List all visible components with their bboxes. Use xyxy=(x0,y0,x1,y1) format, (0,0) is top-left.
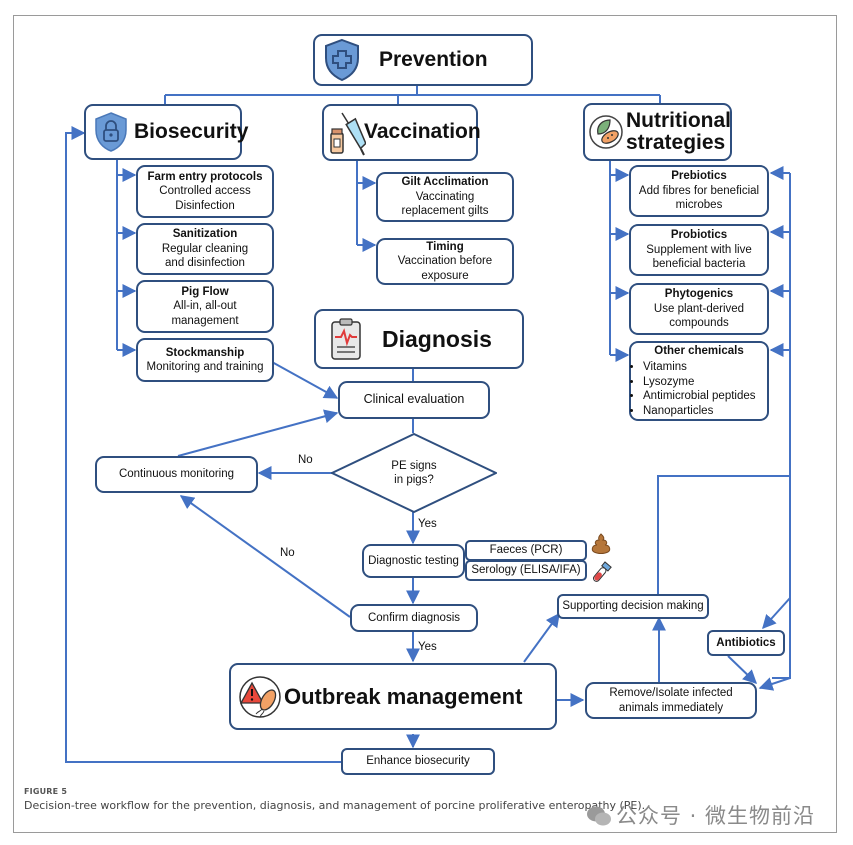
list-item: Nanoparticles xyxy=(643,404,756,418)
yes-label-confirm: Yes xyxy=(418,641,437,653)
diagnosis-node: Diagnosis xyxy=(314,309,524,369)
prevention-node: Prevention xyxy=(313,34,533,86)
decision-line1: PE signs xyxy=(391,460,437,472)
sanitization-line: Regular cleaning xyxy=(161,242,249,255)
phytogenics-title: Phytogenics xyxy=(664,288,734,301)
remove-isolate-line: animals immediately xyxy=(618,701,724,714)
sanitization-title: Sanitization xyxy=(172,228,238,241)
gilt-acclimation-title: Gilt Acclimation xyxy=(401,176,489,189)
syringe-vial-icon xyxy=(328,109,366,157)
timing-line: Vaccination before xyxy=(397,255,493,268)
clinical-evaluation-node: Clinical evaluation xyxy=(338,381,490,419)
pig-flow-line: management xyxy=(171,314,239,327)
vaccination-node: Vaccination xyxy=(322,104,481,161)
phytogenics-line: compounds xyxy=(669,317,729,330)
test-faeces-label: Faeces (PCR) xyxy=(489,544,563,557)
nutrition-node: Nutritional strategies xyxy=(583,103,732,161)
figure-description: Decision-tree workflow for the preventio… xyxy=(24,799,646,812)
faeces-icon xyxy=(590,532,612,561)
clipboard-heartbeat-icon xyxy=(330,317,362,361)
diagnostic-testing-node: Diagnostic testing xyxy=(362,544,465,578)
decision-line2: in pigs? xyxy=(394,474,434,487)
nutrition-title: Nutritional strategies xyxy=(626,108,731,154)
antibiotics-label: Antibiotics xyxy=(716,636,776,649)
farm-entry-title: Farm entry protocols xyxy=(147,170,263,183)
warning-bacteria-icon xyxy=(238,675,282,719)
probiotics-line: Supplement with live xyxy=(646,243,752,256)
timing-title: Timing xyxy=(426,240,464,253)
biosecurity-node: Biosecurity xyxy=(84,104,248,160)
antibiotics-node: Antibiotics xyxy=(707,630,785,656)
shield-lock-icon xyxy=(94,111,128,153)
remove-isolate-node: Remove/Isolate infected animals immediat… xyxy=(585,682,757,719)
probiotics-title: Probiotics xyxy=(670,229,728,242)
watermark: 公众号 · 微生物前沿 xyxy=(586,800,815,830)
decision-label: PE signs in pigs? xyxy=(331,459,497,488)
farm-entry-line: Disinfection xyxy=(175,199,235,212)
leaf-bacteria-icon xyxy=(588,112,624,152)
gilt-acclimation-line: replacement gilts xyxy=(401,205,489,218)
pig-flow-title: Pig Flow xyxy=(181,285,229,298)
clinical-evaluation-label: Clinical evaluation xyxy=(363,392,465,407)
diagnostic-testing-label: Diagnostic testing xyxy=(368,554,459,567)
biosecurity-title: Biosecurity xyxy=(134,119,249,143)
stockmanship-line: Monitoring and training xyxy=(146,361,264,373)
prebiotics-line: microbes xyxy=(675,199,723,212)
pig-flow-line: All-in, all-out xyxy=(173,300,237,313)
enhance-biosecurity-label: Enhance biosecurity xyxy=(366,755,470,768)
continuous-monitoring-label: Continuous monitoring xyxy=(118,468,235,481)
other-chemicals-node: Other chemicals Vitamins Lysozyme Antimi… xyxy=(629,341,769,421)
figure-caption: FIGURE 5 Decision-tree workflow for the … xyxy=(24,787,645,812)
prebiotics-line: Add fibres for beneficial xyxy=(638,184,760,197)
farm-entry-node: Farm entry protocols Controlled access D… xyxy=(136,165,274,218)
yes-label-decision: Yes xyxy=(418,518,437,530)
wechat-icon xyxy=(586,805,612,826)
nutrition-title-line2: strategies xyxy=(626,131,726,154)
outbreak-title: Outbreak management xyxy=(284,683,523,709)
farm-entry-line: Controlled access xyxy=(159,185,251,198)
prebiotics-title: Prebiotics xyxy=(671,170,727,183)
sanitization-node: Sanitization Regular cleaning and disinf… xyxy=(136,223,274,275)
phytogenics-node: Phytogenics Use plant-derived compounds xyxy=(629,283,769,335)
probiotics-node: Probiotics Supplement with live benefici… xyxy=(629,224,769,276)
no-label-decision: No xyxy=(298,454,313,466)
remove-isolate-line: Remove/Isolate infected xyxy=(609,687,733,700)
stockmanship-title: Stockmanship xyxy=(165,346,245,359)
watermark-text: 公众号 · 微生物前沿 xyxy=(616,804,816,828)
nutrition-title-line1: Nutritional xyxy=(626,108,731,132)
figure-number: FIGURE 5 xyxy=(24,787,68,796)
prevention-title: Prevention xyxy=(379,47,488,71)
probiotics-line: beneficial bacteria xyxy=(652,258,746,271)
test-serology-label: Serology (ELISA/IFA) xyxy=(471,564,581,577)
stockmanship-node: Stockmanship Monitoring and training xyxy=(136,338,274,382)
supporting-decision-node: Supporting decision making xyxy=(557,594,709,619)
test-faeces-node: Faeces (PCR) xyxy=(465,540,587,561)
vaccination-title: Vaccination xyxy=(364,120,481,144)
test-serology-node: Serology (ELISA/IFA) xyxy=(465,560,587,581)
timing-line: exposure xyxy=(421,269,469,282)
enhance-biosecurity-node: Enhance biosecurity xyxy=(341,748,495,775)
gilt-acclimation-node: Gilt Acclimation Vaccinating replacement… xyxy=(376,172,514,222)
diagnosis-title: Diagnosis xyxy=(382,325,492,352)
gilt-acclimation-line: Vaccinating xyxy=(415,190,475,203)
list-item: Vitamins xyxy=(643,360,756,374)
prebiotics-node: Prebiotics Add fibres for beneficial mic… xyxy=(629,165,769,217)
other-chemicals-list: Vitamins Lysozyme Antimicrobial peptides… xyxy=(631,360,756,418)
continuous-monitoring-node: Continuous monitoring xyxy=(95,456,258,493)
decision-diamond xyxy=(331,433,497,513)
phytogenics-line: Use plant-derived xyxy=(653,302,745,315)
confirm-diagnosis-label: Confirm diagnosis xyxy=(367,611,461,624)
confirm-diagnosis-node: Confirm diagnosis xyxy=(350,604,478,632)
blood-tube-icon xyxy=(590,561,612,590)
other-chemicals-title: Other chemicals xyxy=(654,345,744,358)
outbreak-node: Outbreak management xyxy=(229,663,557,730)
sanitization-line: and disinfection xyxy=(165,257,245,270)
list-item: Lysozyme xyxy=(643,375,756,389)
timing-node: Timing Vaccination before exposure xyxy=(376,238,514,285)
pig-flow-node: Pig Flow All-in, all-out management xyxy=(136,280,274,333)
shield-cross-icon xyxy=(323,38,361,82)
no-label-confirm: No xyxy=(280,547,295,559)
list-item: Antimicrobial peptides xyxy=(643,389,756,403)
supporting-decision-label: Supporting decision making xyxy=(562,600,704,613)
